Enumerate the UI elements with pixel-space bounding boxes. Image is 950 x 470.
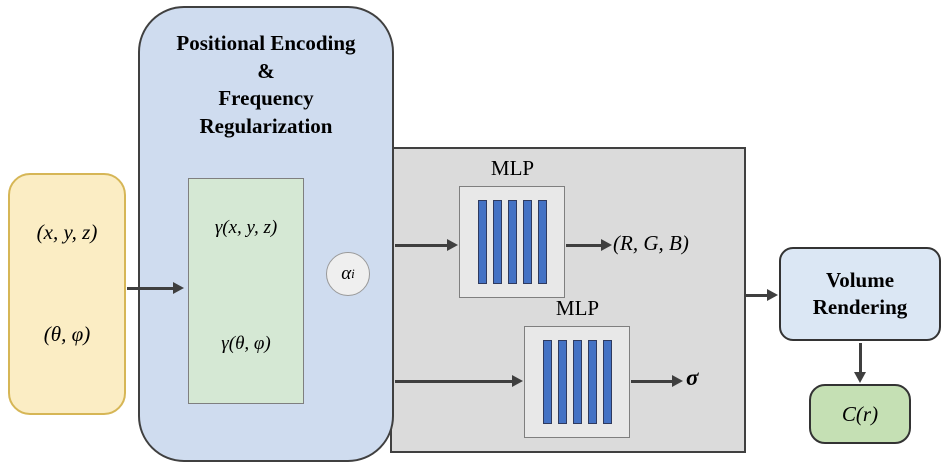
encoder-to-density-mlp-arrow-icon — [395, 380, 513, 383]
sigma-output-label: σ — [686, 365, 699, 390]
mlp-layer-bar — [477, 200, 487, 284]
mlp-layer-bar — [537, 200, 547, 284]
gamma-position-label: γ(x, y, z) — [214, 217, 278, 238]
mlp-layer-bar — [602, 340, 612, 424]
mlp-layer-bar — [587, 340, 597, 424]
gamma-encoding-box: γ(x, y, z) γ(θ, φ) — [188, 178, 304, 404]
mlp-layer-bar — [557, 340, 567, 424]
density-mlp-box — [524, 326, 630, 438]
color-mlp-box — [459, 186, 565, 298]
volume-rendering-box: Volume Rendering — [779, 247, 941, 341]
input-coordinates-box: (x, y, z) (θ, φ) — [8, 173, 126, 415]
gamma-direction-label: γ(θ, φ) — [221, 333, 271, 354]
rgb-output-label: (R, G, B) — [613, 231, 689, 255]
density-mlp-label: MLP — [555, 296, 600, 320]
position-input-label: (x, y, z) — [36, 220, 98, 244]
panel-to-volume-rendering-arrow-icon — [746, 294, 768, 297]
positional-encoding-title: Positional Encoding & Frequency Regulari… — [176, 31, 356, 139]
alpha-label: α — [341, 263, 352, 284]
mlp-layer-bar — [492, 200, 502, 284]
mlp-layer-bar — [572, 340, 582, 424]
rendered-color-output-box: C(r) — [809, 384, 911, 444]
density-mlp-to-sigma-arrow-icon — [631, 380, 673, 383]
encoder-to-color-mlp-arrow-icon — [395, 244, 448, 247]
mlp-layer-bar — [542, 340, 552, 424]
direction-input-label: (θ, φ) — [43, 322, 91, 346]
color-mlp-label: MLP — [490, 156, 535, 180]
input-to-encoder-arrow-icon — [127, 287, 174, 290]
mlp-layer-bar — [507, 200, 517, 284]
color-mlp-to-rgb-arrow-icon — [566, 244, 602, 247]
volume-rendering-to-output-arrow-icon — [859, 343, 862, 373]
positional-encoding-box: Positional Encoding & Frequency Regulari… — [138, 6, 394, 462]
mlp-layer-bar — [522, 200, 532, 284]
